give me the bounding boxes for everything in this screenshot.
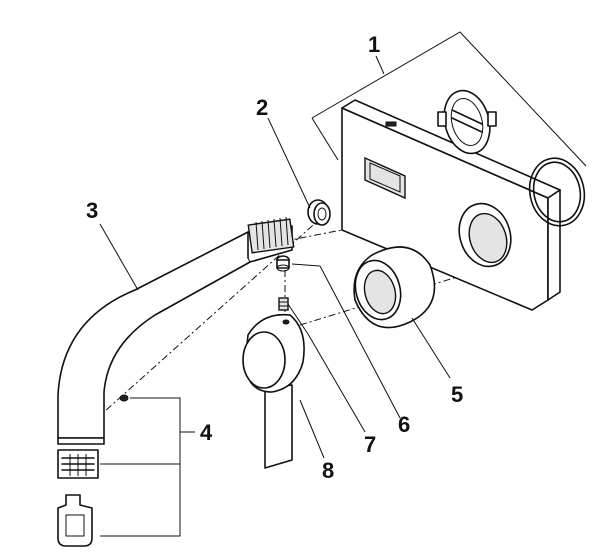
callout-4: 4: [200, 420, 213, 445]
part-7-grub-screw: [278, 297, 289, 311]
part-2-nut: [307, 199, 331, 226]
spout-thread: [255, 216, 289, 251]
part-8-lever-handle: [242, 313, 305, 469]
part-3-spout: [57, 216, 295, 445]
callout-2: 2: [256, 95, 268, 120]
part-6-set-screw: [276, 255, 290, 272]
callout-5: 5: [451, 382, 463, 407]
callout-6: 6: [398, 412, 410, 437]
aerator-mesh: [61, 454, 95, 476]
leader-lines: [99, 55, 451, 459]
callout-1: 1: [368, 32, 380, 57]
part-5-rosette: [353, 246, 436, 329]
callout-3: 3: [86, 198, 98, 223]
callout-7: 7: [364, 432, 376, 457]
part-1-wall-plate: [311, 31, 587, 311]
part-4-aerator-set: [57, 397, 195, 547]
callout-8: 8: [322, 458, 334, 483]
callout-labels: 1 2 3 4 5 6 7 8: [86, 32, 463, 483]
